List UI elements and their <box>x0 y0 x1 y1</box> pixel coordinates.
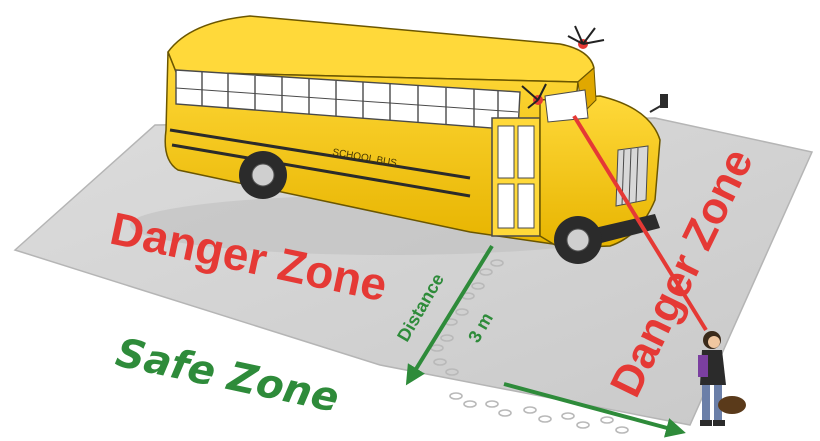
safe-zone-label: Safe Zone <box>112 330 343 422</box>
bus-wheel-front <box>554 216 602 264</box>
bus-wheel-rear <box>239 151 287 199</box>
